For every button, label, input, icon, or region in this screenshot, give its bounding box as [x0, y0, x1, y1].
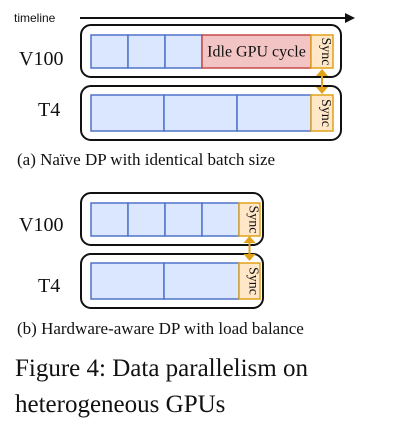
panel-b-t4-batch-2: [163, 262, 240, 300]
panel-b: V100 Sync T4 Sync (b) Hardware-aware DP …: [17, 192, 304, 338]
panel-a-sync-arrow: [316, 69, 328, 94]
panel-a-caption: (a) Naïve DP with identical batch size: [17, 150, 275, 169]
panel-b-v100-batch-2: [127, 202, 166, 237]
panel-b-caption: (b) Hardware-aware DP with load balance: [17, 319, 304, 338]
panel-b-v100-batch-4: [201, 202, 240, 237]
panel-a-v100-batch-3: [164, 34, 203, 69]
panel-a-v100-sync-label: Sync: [318, 38, 333, 66]
panel-a-t4-batch-1: [90, 94, 165, 132]
panel-b-t4-label: T4: [38, 275, 60, 297]
panel-a-v100-batch-1: [90, 34, 129, 69]
panel-a-idle-block: [201, 34, 312, 69]
panel-a-t4-sync-block: [310, 94, 334, 132]
panel-b-v100-batch-3: [164, 202, 203, 237]
panel-b-t4-batch-1: [90, 262, 165, 300]
figure-caption-line-1: Figure 4: Data parallelism on: [15, 355, 308, 382]
panel-b-v100-batch-1: [90, 202, 129, 237]
panel-a-v100-sync-block: [310, 34, 334, 69]
figure-caption-line-2: heterogeneous GPUs: [15, 391, 225, 418]
panel-a-t4-label: T4: [38, 99, 60, 121]
panel-a-t4-sync-label: Sync: [318, 99, 333, 127]
panel-a-v100-label: V100: [19, 48, 63, 70]
timeline-label: timeline: [14, 11, 56, 25]
panel-a: V100 Idle GPU cycle Sync T4 Sync (a) Naï…: [17, 24, 342, 169]
figure-caption: Figure 4: Data parallelism on heterogene…: [15, 355, 308, 418]
panel-b-t4-sync-block: [238, 262, 261, 300]
panel-a-v100-batch-2: [127, 34, 166, 69]
panel-a-t4-batch-2: [163, 94, 238, 132]
panel-a-t4-batch-3: [236, 94, 312, 132]
timeline: timeline: [14, 11, 355, 25]
panel-b-v100-sync-label: Sync: [246, 206, 261, 234]
panel-b-v100-label: V100: [19, 214, 63, 236]
panel-b-t4-sync-label: Sync: [246, 267, 261, 295]
panel-b-sync-arrow: [243, 236, 256, 261]
panel-a-idle-label: Idle GPU cycle: [207, 44, 306, 61]
